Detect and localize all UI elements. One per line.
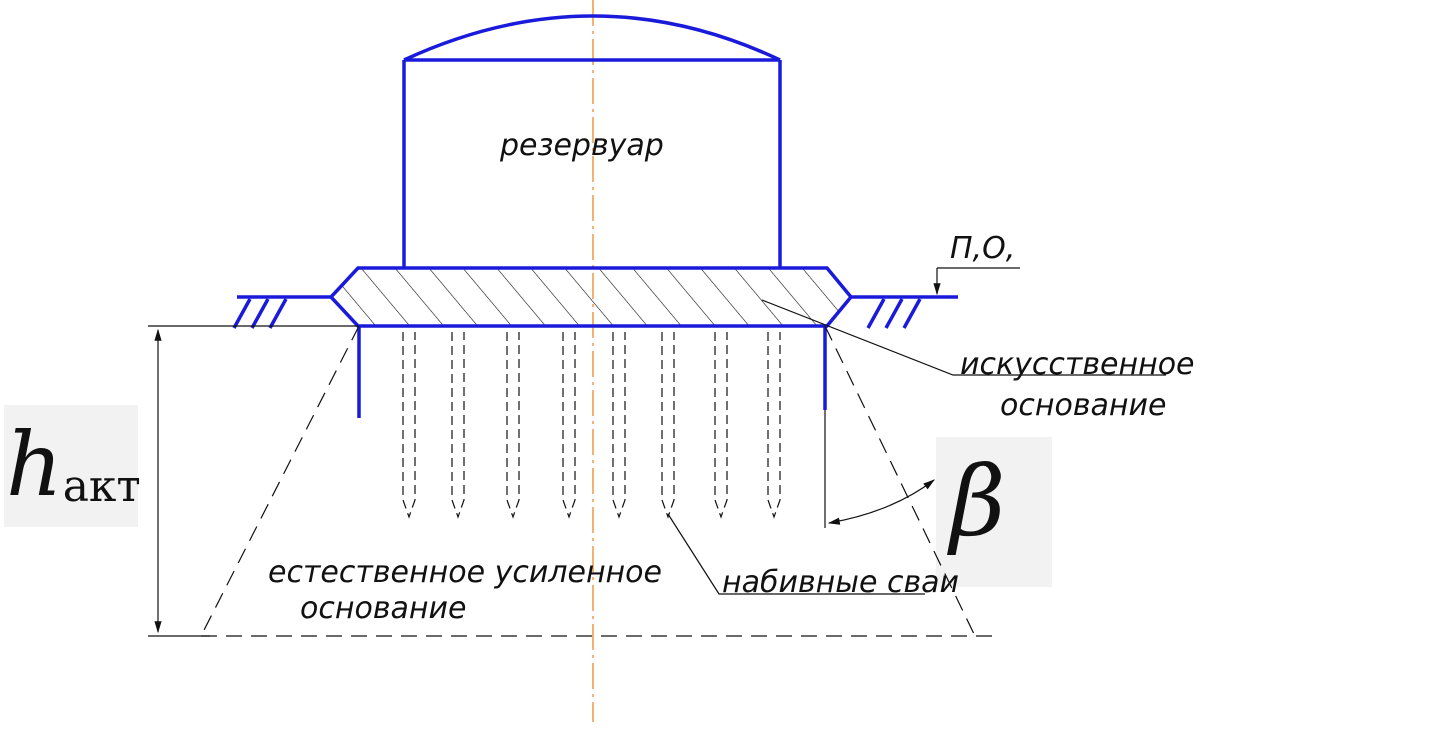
influence-zone — [200, 325, 995, 637]
pile-8 — [767, 332, 781, 519]
height-dimension — [148, 325, 358, 637]
h-symbol: hакт — [6, 413, 141, 516]
leader-lines — [667, 299, 1166, 595]
leader-piles — [667, 513, 925, 595]
artificial-base — [328, 266, 854, 328]
leader-artificial-base — [761, 299, 1166, 376]
pile-1 — [402, 332, 416, 519]
ground-left — [232, 295, 331, 329]
natural-base-label-line2: основание — [300, 591, 466, 626]
ground-level-mark — [933, 267, 1020, 296]
h-symbol-main: h — [6, 413, 63, 516]
beta-symbol: β — [947, 446, 1006, 558]
pile-5 — [612, 332, 626, 519]
pile-2 — [451, 332, 465, 519]
h-symbol-box — [4, 405, 138, 527]
beta-symbol-box — [936, 437, 1052, 587]
ground-level-label: П,О, — [950, 231, 1015, 266]
natural-base-label-line1: естественное усиленное — [268, 555, 662, 590]
beta-angle — [824, 410, 935, 528]
tank-roof — [403, 14, 781, 62]
h-symbol-subscript: акт — [63, 461, 141, 512]
piles-label: набивные сваи — [722, 565, 959, 600]
pile-4 — [562, 332, 576, 519]
ground-right — [851, 295, 958, 329]
artificial-base-label-line2: основание — [1000, 388, 1166, 423]
tank — [402, 14, 782, 268]
tank-label: резервуар — [499, 128, 664, 163]
pile-3 — [506, 332, 520, 519]
artificial-base-label-line1: искусственное — [960, 347, 1195, 382]
bored-piles — [402, 332, 781, 519]
pile-6 — [661, 332, 675, 519]
pile-7 — [714, 332, 728, 519]
